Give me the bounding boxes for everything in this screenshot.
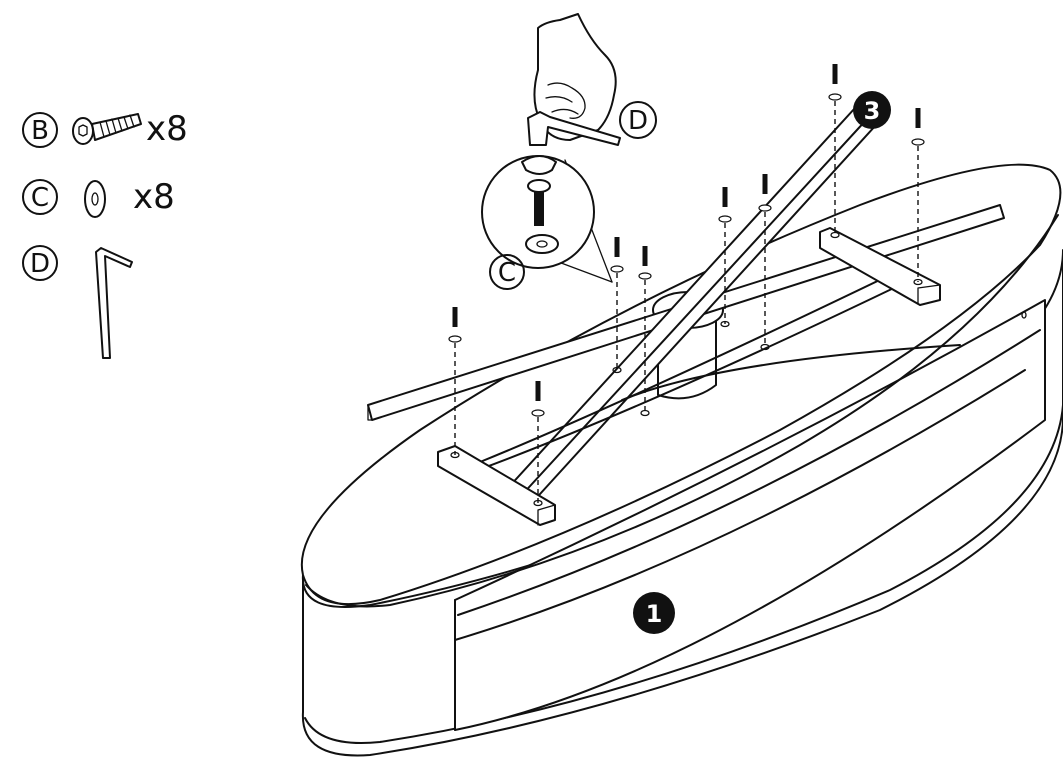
washer-icon [448, 335, 462, 343]
legend-qty-c: x8 [133, 177, 175, 217]
legend-item-b: B x8 [22, 109, 188, 149]
legend-qty-b: x8 [146, 109, 188, 149]
bolt-hole [720, 320, 730, 328]
legend-letter-c: C [31, 183, 49, 213]
callout-letter-c: C [498, 258, 516, 288]
washer-icon [84, 180, 106, 218]
washer-icon [758, 204, 772, 212]
callout-letter-d: D [628, 106, 648, 136]
bolt-icon [762, 174, 768, 194]
legend-item-d: D [22, 245, 133, 359]
allen-key-icon [95, 247, 133, 359]
bolt-hole [830, 231, 840, 239]
fastener-set [758, 174, 772, 351]
legend-letter-b: B [31, 116, 49, 146]
legend-item-c: C x8 [22, 177, 175, 218]
bolt-icon [722, 187, 728, 207]
fastener-set [531, 381, 545, 507]
washer-icon [610, 265, 624, 273]
frame-part-3: 3 [367, 91, 1005, 526]
washer-icon [911, 138, 925, 146]
part-badge-3: 3 [853, 91, 891, 129]
detail-callout: C [481, 155, 613, 290]
washer-icon [531, 409, 545, 417]
legend-letter-d: D [30, 249, 50, 279]
fastener-set [828, 64, 842, 239]
bolt-hole [612, 366, 622, 374]
bolt-icon [832, 64, 838, 84]
bolt-icon [614, 237, 620, 257]
part-number-3: 3 [864, 97, 881, 125]
bolt-icon [642, 246, 648, 266]
parts-legend: B x8 C x8 D [22, 109, 188, 359]
part-number-1: 1 [646, 600, 663, 628]
bolt-icon [535, 381, 541, 401]
bolt-hole [450, 451, 460, 459]
fastener-set [448, 307, 462, 459]
fastener-group [448, 64, 925, 507]
callout-label-d: D [619, 101, 657, 139]
bolt-hole [760, 343, 770, 351]
fastener-set [610, 237, 624, 374]
bolt-icon [452, 307, 458, 327]
bolt-hole [533, 499, 543, 507]
callout-label-c: C [489, 254, 525, 290]
part-badge-1: 1 [633, 592, 675, 634]
hand-with-allen-key: D [527, 13, 657, 146]
tabletop-part-1: 1 [300, 163, 1063, 757]
bolt-hole [913, 278, 923, 286]
bolt-hole [640, 409, 650, 417]
washer-icon [828, 93, 842, 101]
fastener-set [638, 246, 652, 417]
fastener-set [911, 108, 925, 286]
washer-icon [718, 215, 732, 223]
bolt-icon [72, 113, 142, 145]
washer-icon [638, 272, 652, 280]
bolt-icon [915, 108, 921, 128]
fastener-set [718, 187, 732, 328]
